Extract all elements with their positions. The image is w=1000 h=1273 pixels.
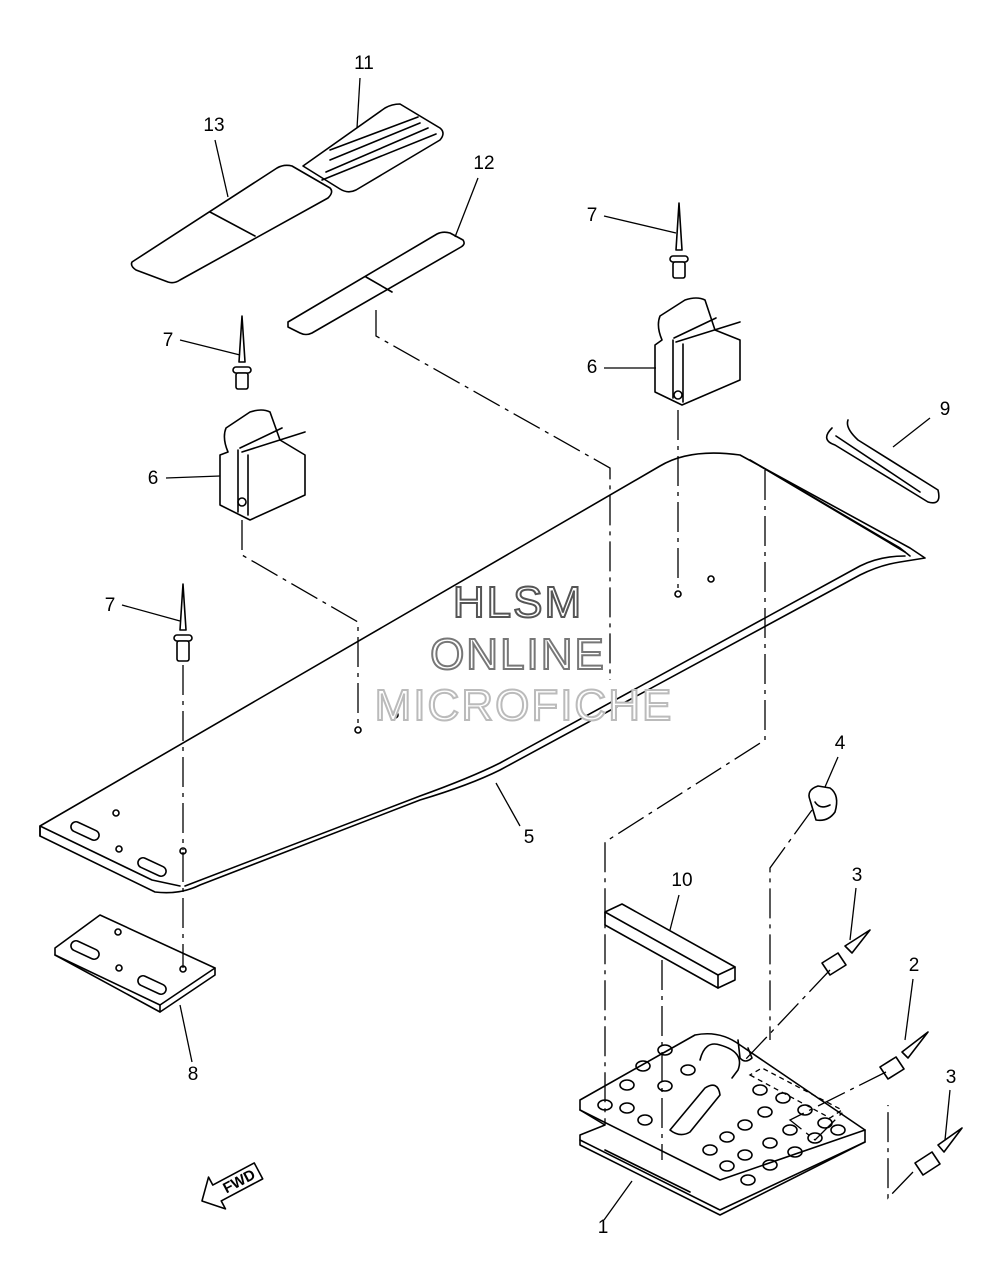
plate-8 [54,914,216,1013]
callout-9: 9 [940,399,951,420]
callout-8: 8 [188,1064,199,1085]
callout-7-frame: 7 [105,595,116,616]
callout-7-left-bracket: 7 [163,330,174,351]
rivet-7-top-right [669,202,689,279]
callout-5: 5 [524,827,535,848]
callout-1: 1 [598,1217,609,1238]
rivet-2 [879,1031,929,1080]
watermark-line3: MICROFICHE [375,681,674,730]
decal-12 [287,231,465,336]
rivet-7-left-bracket [232,315,252,390]
bracket-6-left [219,409,306,521]
callout-3-lower: 3 [946,1067,957,1088]
callout-2: 2 [909,955,920,976]
callout-6-left: 6 [148,468,159,489]
watermark-line2: ONLINE [430,630,606,679]
leader-lines [121,77,951,1221]
clip-4 [808,785,838,822]
callout-7-top-right: 7 [587,205,598,226]
callout-12: 12 [473,153,494,174]
pad-10 [604,903,736,989]
callout-numbers: 11 13 12 7 7 6 6 9 7 4 5 10 3 2 3 8 1 [105,53,957,1238]
callout-4: 4 [835,733,846,754]
decal-11 [302,103,444,193]
callout-3-upper: 3 [852,865,863,886]
rivet-3-lower [914,1127,963,1176]
skid-plate-1 [579,1032,866,1216]
rivet-7-frame [173,583,193,662]
watermark: HLSM ONLINE MICROFICHE [374,577,674,731]
callout-13: 13 [203,115,224,136]
callout-6-right: 6 [587,357,598,378]
rivet-3-upper [821,929,871,976]
fwd-arrow: FWD [201,1162,264,1210]
frame-plate-5 [39,452,926,894]
skid-plate-holes [597,1044,846,1186]
watermark-line1: HLSM [453,578,583,627]
bracket-6-right [654,297,741,406]
decal-13 [130,164,333,284]
wire-hook-9 [825,419,940,504]
callout-11: 11 [354,53,374,74]
callout-10: 10 [671,870,692,891]
assembly-lines [182,310,914,1200]
